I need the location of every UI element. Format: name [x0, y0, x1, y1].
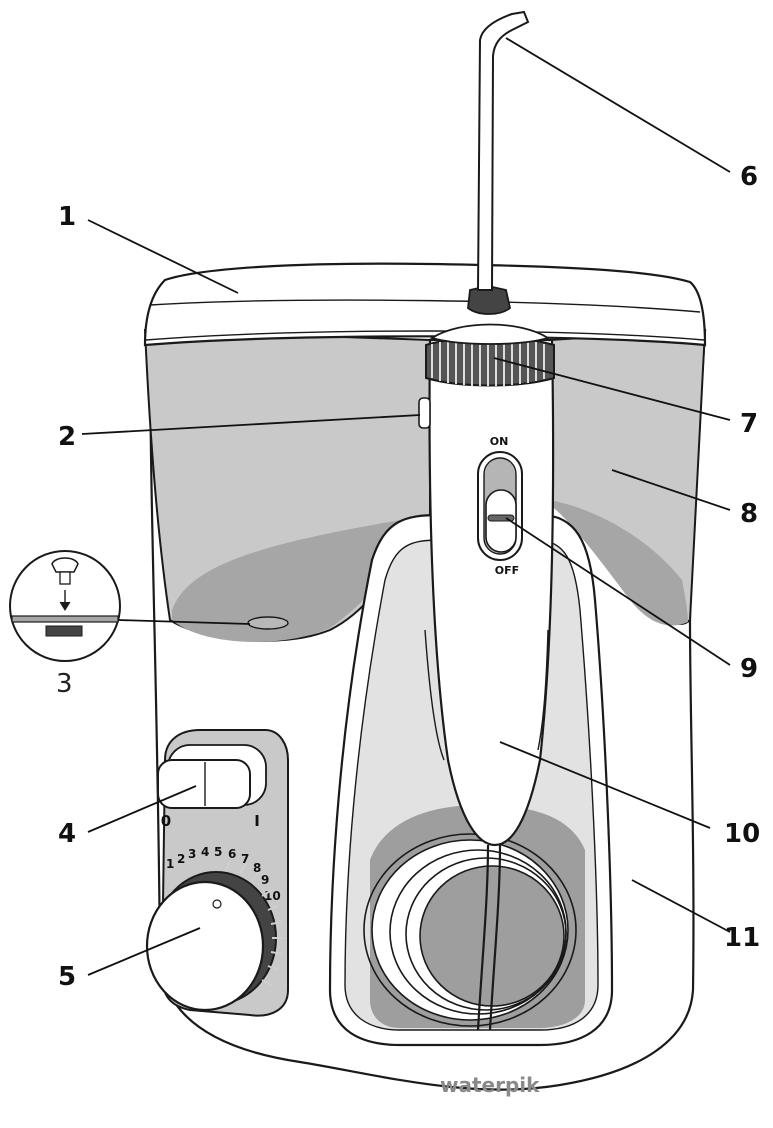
callout-7: 7 — [740, 409, 758, 439]
callout-4: 4 — [58, 819, 76, 849]
reservoir-lid — [143, 262, 707, 347]
callout-2: 2 — [58, 422, 76, 452]
leader-5 — [87, 927, 201, 976]
brand-logo: waterpik — [440, 1073, 540, 1097]
inset-valve-detail — [9, 550, 121, 662]
leader-2 — [81, 414, 421, 435]
dial-number-4: 4 — [201, 845, 209, 859]
callout-3: 3 — [56, 669, 73, 699]
callout-11: 11 — [724, 923, 760, 953]
valve-hole — [247, 616, 289, 630]
dial-indicator-dot — [212, 899, 222, 909]
tip-release-ring — [425, 285, 555, 387]
power-switch-on-label: I — [254, 812, 260, 830]
leader-8 — [611, 469, 731, 511]
lid-side-tab — [418, 397, 431, 429]
dial-number-5: 5 — [214, 845, 222, 859]
callout-numbers: 1 2 3 4 5 6 7 8 9 10 11 — [56, 162, 760, 992]
handle-switch: ON OFF — [477, 435, 523, 577]
dial-number-2: 2 — [177, 852, 185, 866]
leader-10 — [499, 741, 711, 829]
dial-number-6: 6 — [228, 847, 236, 861]
power-switch-off-label: 0 — [161, 812, 171, 830]
handle — [418, 338, 555, 1031]
leader-4 — [87, 785, 197, 833]
dial-number-9: 9 — [261, 873, 269, 887]
handle-switch-off-label: OFF — [495, 564, 519, 577]
leader-9 — [505, 517, 731, 666]
jet-tip — [476, 10, 530, 291]
leader-1 — [87, 219, 239, 294]
dial-number-7: 7 — [241, 852, 249, 866]
leader-6 — [505, 37, 731, 173]
dial-number-8: 8 — [253, 861, 261, 875]
pressure-dial: 1 2 3 4 5 6 7 8 9 10 — [145, 845, 283, 1012]
leader-11 — [631, 879, 731, 933]
leader-lines — [81, 37, 731, 976]
callout-10: 10 — [724, 819, 760, 849]
callout-9: 9 — [740, 654, 758, 684]
leader-3 — [117, 619, 251, 625]
coiled-hose — [363, 833, 577, 1027]
dial-number-1: 1 — [166, 857, 174, 871]
dial-number-3: 3 — [188, 847, 196, 861]
callout-1: 1 — [58, 202, 76, 232]
handle-switch-on-label: ON — [490, 435, 509, 448]
callout-8: 8 — [740, 499, 758, 529]
callout-5: 5 — [58, 962, 76, 992]
leader-7 — [493, 357, 731, 421]
callout-6: 6 — [740, 162, 758, 192]
